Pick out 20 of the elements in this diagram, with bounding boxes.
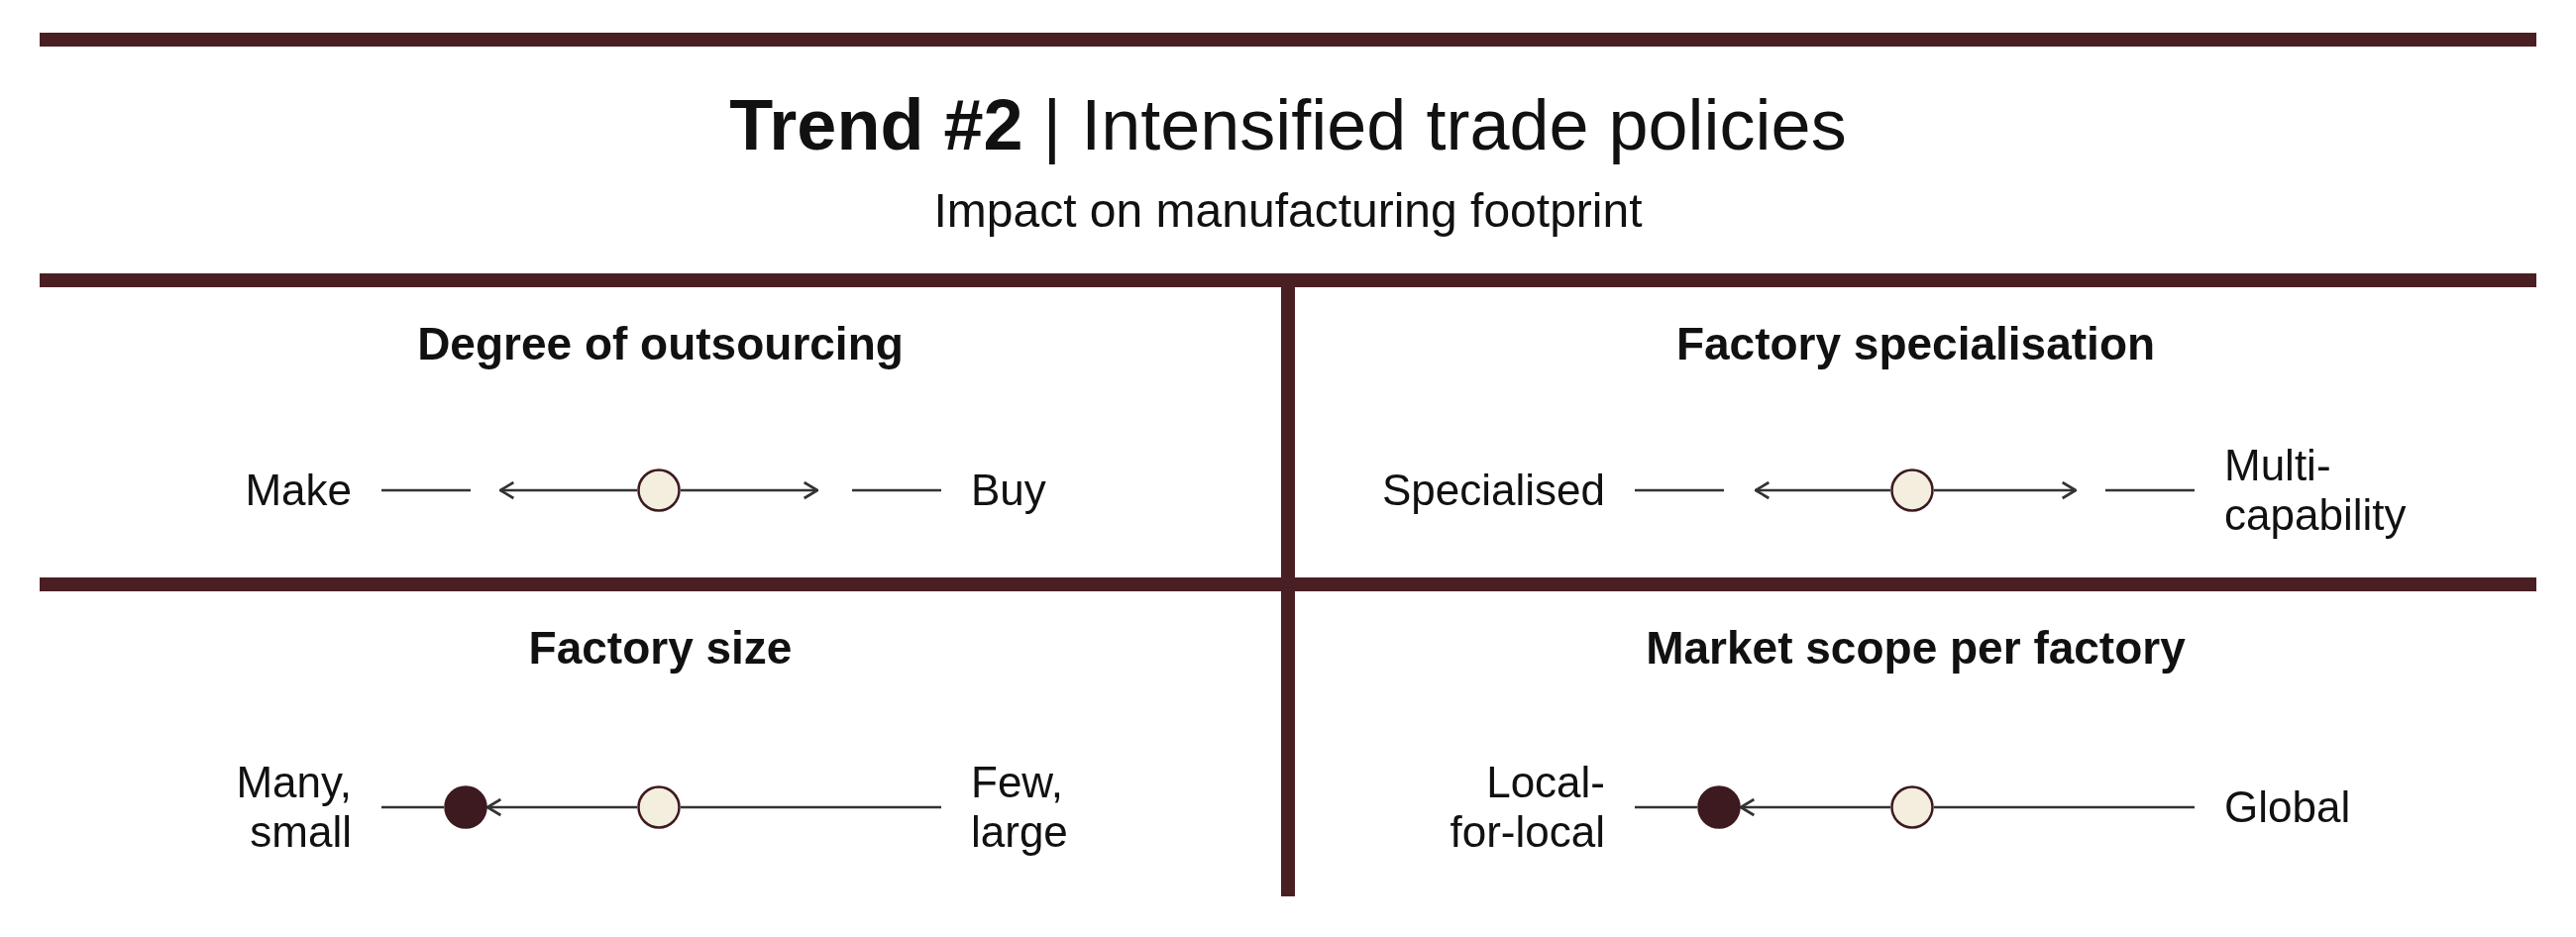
scale-end-label: Make bbox=[244, 466, 352, 515]
title: Trend #2 | Intensified trade policies bbox=[728, 84, 1848, 165]
scale-end-label: Multi-capability bbox=[2224, 441, 2408, 540]
panel-heading: Degree of outsourcing bbox=[416, 317, 905, 370]
arrow bbox=[681, 480, 819, 500]
panel-heading: Market scope per factory bbox=[1645, 621, 2187, 675]
arrow bbox=[1754, 480, 1890, 500]
scale-end-label: Buy bbox=[971, 466, 1047, 515]
arrow bbox=[485, 797, 637, 817]
arrow bbox=[498, 480, 637, 500]
scale-end-label: Specialised bbox=[1380, 466, 1605, 515]
scale-end-label: Local-for-local bbox=[1449, 758, 1605, 857]
arrow bbox=[1739, 797, 1890, 817]
subtitle: Impact on manufacturing footprint bbox=[932, 183, 1644, 238]
scale-end-label: Many, small bbox=[235, 758, 352, 857]
scale-end-label: Global bbox=[2224, 782, 2352, 832]
scale-end-label: Few, large bbox=[971, 758, 1069, 857]
panel-heading: Factory size bbox=[527, 621, 794, 675]
arrow bbox=[1934, 480, 2078, 500]
panel-heading: Factory specialisation bbox=[1674, 317, 2157, 370]
